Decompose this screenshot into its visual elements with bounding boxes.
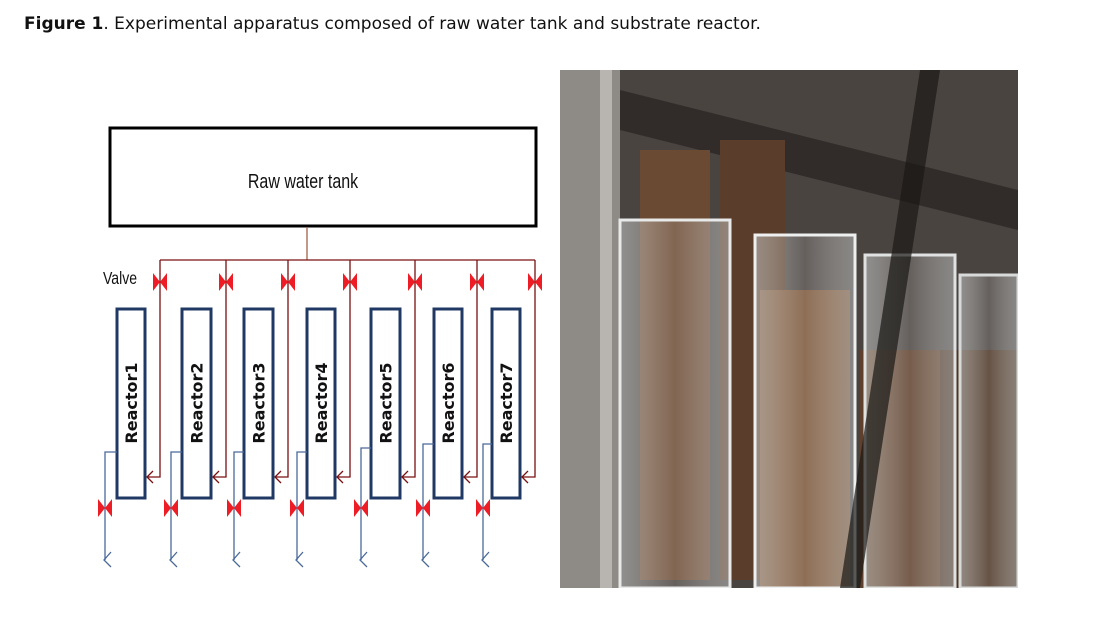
reactor-label-5: Reactor5 — [377, 362, 396, 443]
apparatus-photo — [560, 70, 1018, 588]
outflow-arrow-icon-5 — [359, 551, 368, 568]
inflow-arrow-icon-7 — [521, 470, 529, 484]
outflow-arrow-icon-2 — [169, 551, 178, 568]
photo-illustration — [560, 70, 1018, 588]
outflow-pipe-2 — [170, 451, 182, 560]
outflow-pipe-3 — [233, 451, 244, 560]
reactor-label-3: Reactor3 — [250, 362, 269, 443]
figure-caption: Figure 1. Experimental apparatus compose… — [24, 14, 761, 34]
reactor-2 — [180, 307, 213, 500]
figure-caption-text: . Experimental apparatus composed of raw… — [103, 14, 761, 34]
reactor-label-1: Reactor1 — [122, 362, 141, 443]
outflow-valve-icon-3-right — [234, 499, 241, 517]
inflow-valve-icon-2-right — [226, 273, 233, 291]
inflow-pipe-2 — [213, 260, 227, 478]
inflow-valve-icon-3-right — [288, 273, 295, 291]
inflow-valve-icon-1-right — [160, 273, 167, 291]
inflow-arrow-icon-4 — [336, 470, 344, 484]
reactor-label-2: Reactor2 — [188, 362, 207, 443]
inflow-arrow-icon-5 — [401, 470, 409, 484]
figure-label: Figure 1 — [24, 14, 104, 34]
inflow-arrow-icon-1 — [146, 470, 154, 484]
reactor-label-7: Reactor7 — [497, 362, 516, 443]
outflow-valve-icon-3-left — [227, 499, 234, 517]
outflow-valve-icon-4-right — [297, 499, 304, 517]
reactor-5 — [369, 307, 402, 500]
inflow-pipe-4 — [337, 260, 351, 478]
reactor-label-4: Reactor4 — [312, 362, 331, 443]
outflow-pipe-1 — [104, 451, 117, 560]
outflow-valve-icon-1-left — [98, 499, 105, 517]
outflow-arrow-icon-6 — [421, 551, 430, 568]
inflow-valve-icon-6-right — [477, 273, 484, 291]
outflow-valve-icon-6-right — [423, 499, 430, 517]
outflow-valve-icon-2-right — [171, 499, 178, 517]
inflow-valve-icon-7-right — [535, 273, 542, 291]
inflow-valve-icon-4-right — [350, 273, 357, 291]
outflow-arrow-icon-3 — [232, 551, 241, 568]
valve-label: Valve — [103, 268, 137, 288]
tank-label: Raw water tank — [248, 170, 359, 192]
reactor-label-6: Reactor6 — [439, 362, 458, 443]
inflow-valve-icon-6-left — [470, 273, 477, 291]
inflow-arrow-icon-2 — [212, 470, 220, 484]
inflow-valve-icon-5-left — [408, 273, 415, 291]
inflow-valve-icon-2-left — [219, 273, 226, 291]
reactor-1 — [115, 307, 147, 500]
outflow-valve-icon-5-left — [354, 499, 361, 517]
inflow-valve-icon-4-left — [343, 273, 350, 291]
outflow-valve-icon-4-left — [290, 499, 297, 517]
outflow-valve-icon-7-left — [476, 499, 483, 517]
outflow-valve-icon-6-left — [416, 499, 423, 517]
inflow-valve-icon-3-left — [281, 273, 288, 291]
outflow-arrow-icon-4 — [295, 551, 304, 568]
apparatus-diagram: Raw water tank Valve Reactor1 Reactor2 Rea… — [98, 126, 542, 568]
outflow-valve-icon-5-right — [361, 499, 368, 517]
inflow-valve-icon-7-left — [528, 273, 535, 291]
raw-water-tank — [108, 126, 538, 228]
inflow-valve-icon-5-right — [415, 273, 422, 291]
inflow-pipe-5 — [402, 260, 416, 478]
reactor-7 — [490, 307, 522, 500]
outflow-valve-icon-1-right — [105, 499, 112, 517]
inflow-pipe-7 — [522, 260, 536, 478]
inflow-pipe-6 — [464, 260, 478, 478]
outflow-arrow-icon-7 — [481, 551, 490, 568]
outflow-valve-icon-2-left — [164, 499, 171, 517]
reactor-3 — [242, 307, 275, 500]
inflow-pipe-3 — [275, 260, 289, 478]
outflow-pipe-6 — [422, 443, 434, 560]
outflow-pipe-4 — [296, 451, 307, 560]
inflow-arrow-icon-3 — [274, 470, 282, 484]
reactor-6 — [432, 307, 464, 500]
inflow-pipe-1 — [147, 260, 161, 478]
reactor-4 — [305, 307, 337, 500]
outflow-valve-icon-7-right — [483, 499, 490, 517]
outflow-arrow-icon-1 — [103, 551, 112, 568]
outflow-pipe-5 — [360, 447, 371, 560]
inflow-arrow-icon-6 — [463, 470, 471, 484]
inflow-valve-icon-1-left — [153, 273, 160, 291]
outflow-pipe-7 — [482, 443, 492, 560]
